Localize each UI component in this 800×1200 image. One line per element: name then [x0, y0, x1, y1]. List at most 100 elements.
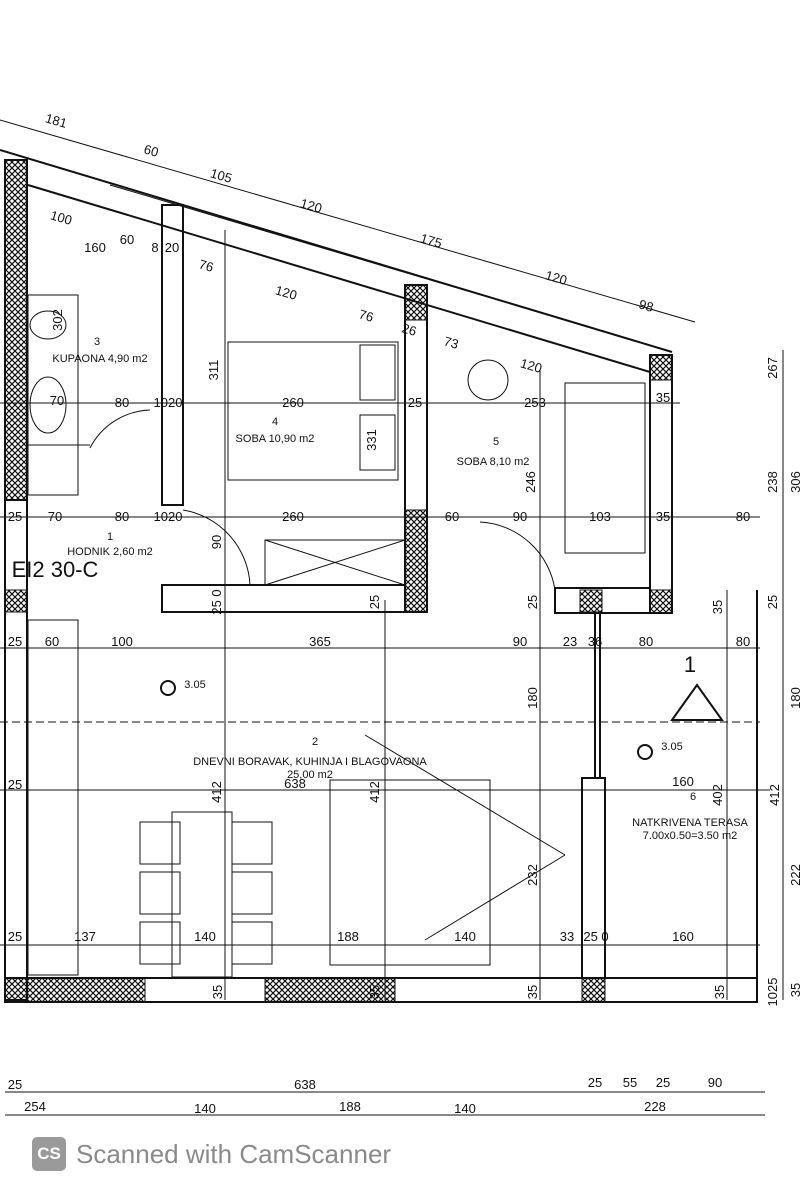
dimension-label: 25	[8, 777, 22, 792]
shower	[29, 376, 67, 434]
dimension-label: 412	[209, 781, 224, 803]
level-mark: 3.05	[184, 679, 205, 691]
dimension-label: 35	[525, 985, 540, 999]
dimension-label: 120	[519, 355, 544, 375]
dimension-label: 35	[656, 509, 670, 524]
camscanner-logo: CS	[32, 1137, 66, 1171]
dimension-label: 160	[84, 240, 106, 255]
dimension-label: 175	[419, 230, 444, 250]
dimension-label: 8	[151, 240, 158, 255]
dimension-label: 402	[710, 784, 725, 806]
room-name: SOBA 10,90 m2	[236, 433, 315, 445]
room-name: HODNIK 2,60 m2	[67, 546, 153, 558]
dimension-label: 260	[282, 395, 304, 410]
dimension-label: 60	[45, 634, 59, 649]
dimension-label: 311	[206, 360, 221, 381]
dimension-label: 103	[589, 509, 611, 524]
room-number: 5	[493, 436, 499, 448]
dimension-label: 638	[294, 1077, 316, 1092]
dimension-label: 73	[442, 333, 460, 351]
dimension-label: 140	[454, 1101, 476, 1116]
dimension-label: 80	[736, 509, 750, 524]
dimension-label: 70	[48, 509, 62, 524]
room-number: 2	[312, 736, 318, 748]
dimension-label: 80	[115, 395, 129, 410]
double-bed	[227, 341, 399, 481]
dimension-label: 228	[644, 1099, 666, 1114]
sofa	[329, 779, 491, 966]
dimension-label: 25	[765, 595, 780, 609]
dimension-label: 60	[120, 232, 134, 247]
room-name: KUPAONA 4,90 m2	[52, 353, 147, 365]
dimension-label: 60	[142, 141, 160, 159]
dimension-label: 80	[736, 634, 750, 649]
dimension-label: 80	[115, 509, 129, 524]
dimension-label: 35	[367, 985, 382, 999]
dimension-label: 412	[367, 781, 382, 803]
level-mark: 3.05	[661, 741, 682, 753]
dimension-label: 90	[209, 535, 224, 549]
fire-rating-label: EI2 30-C	[12, 557, 99, 582]
dimension-label: 25	[656, 1075, 670, 1090]
washbasin	[467, 359, 509, 401]
dimension-label: 232	[525, 864, 540, 886]
dimension-label: 98	[637, 296, 655, 314]
dimension-label: 412	[767, 784, 782, 806]
dimension-label: 246	[523, 471, 538, 493]
dimension-label: 55	[623, 1075, 637, 1090]
dimension-label: 140	[454, 929, 476, 944]
dimension-label: 20	[165, 240, 179, 255]
dimension-label: 80	[639, 634, 653, 649]
dimension-label: 253	[524, 395, 546, 410]
dimension-label: 160	[672, 929, 694, 944]
dimension-label: 222	[788, 864, 800, 886]
dimension-label: 35	[788, 983, 800, 997]
dimension-label: 35	[656, 390, 670, 405]
dimension-label: 35	[710, 600, 725, 614]
dimension-label: 25	[8, 509, 22, 524]
room-name: NATKRIVENA TERASA	[632, 817, 748, 829]
room-area: 25,00 m2	[287, 769, 333, 781]
dimension-label: 140	[194, 929, 216, 944]
dimension-label: 33	[560, 929, 574, 944]
dimension-label: 90	[513, 509, 527, 524]
dimension-label: 35	[210, 985, 225, 999]
dimension-label: 60	[445, 509, 459, 524]
dimension-label: 267	[765, 357, 780, 379]
dimension-label: 25	[8, 634, 22, 649]
room-number: 3	[94, 336, 100, 348]
dimension-label: 25 0	[583, 929, 608, 944]
dimension-label: 100	[111, 634, 133, 649]
dimension-label: 90	[513, 634, 527, 649]
dimension-label: 180	[788, 687, 800, 709]
single-bed	[564, 382, 646, 554]
dimension-lines	[0, 230, 784, 1116]
dimension-label: 23	[563, 634, 577, 649]
room-number: 6	[690, 791, 696, 803]
toilet	[29, 310, 67, 340]
dimension-label: 25	[408, 395, 422, 410]
dimension-label: 105	[209, 165, 234, 185]
dining-table	[171, 811, 233, 978]
dimension-label: 1020	[154, 395, 183, 410]
dimension-label: 120	[274, 282, 299, 302]
furniture	[29, 310, 724, 978]
section-mark-label: 1	[684, 652, 696, 677]
dimension-label: 365	[309, 634, 331, 649]
dimension-label: 254	[24, 1099, 46, 1114]
dimension-label: 25	[525, 595, 540, 609]
dimension-label: 1025	[765, 978, 780, 1007]
dimension-label: 25 0	[209, 589, 224, 614]
dimension-label: 90	[708, 1075, 722, 1090]
dimension-label: 25	[588, 1075, 602, 1090]
dimension-label: 1020	[154, 509, 183, 524]
dimension-label: 25	[367, 595, 382, 609]
walls	[0, 119, 758, 1003]
dimension-label: 188	[339, 1099, 361, 1114]
wardrobe	[264, 539, 406, 586]
dimension-label: 120	[299, 195, 324, 215]
dimension-label: 35	[712, 985, 727, 999]
dimension-label: 180	[525, 687, 540, 709]
dimension-label: 70	[50, 393, 64, 408]
dimension-label: 76	[357, 306, 375, 324]
